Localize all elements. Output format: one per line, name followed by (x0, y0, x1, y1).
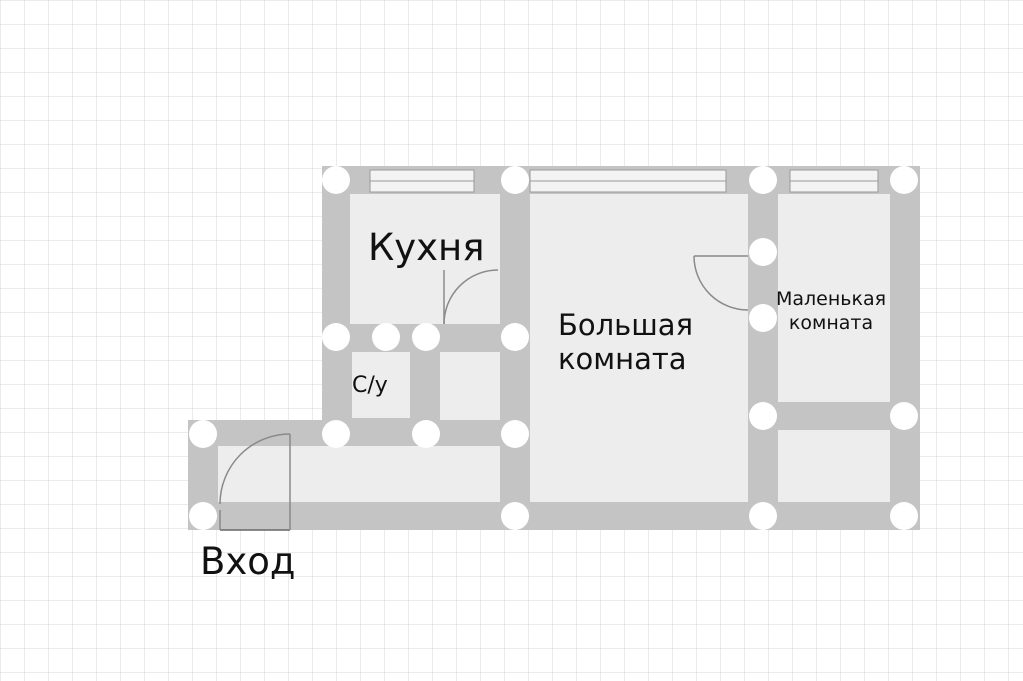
column (501, 166, 529, 194)
column (890, 402, 918, 430)
wc-room (352, 352, 410, 418)
entrance-label: Вход (200, 540, 296, 583)
column (412, 420, 440, 448)
small-room-label-line2: комната (788, 312, 874, 334)
door-kitchen (443, 269, 499, 325)
kitchen-room (350, 194, 500, 324)
column (749, 402, 777, 430)
column (890, 166, 918, 194)
column (501, 502, 529, 530)
column (890, 502, 918, 530)
column (749, 502, 777, 530)
hallway (218, 446, 500, 502)
rooms (218, 194, 890, 502)
wc-label: С/у (352, 373, 388, 398)
column (322, 420, 350, 448)
big-room-label-line1: Большая (558, 308, 694, 342)
column (749, 304, 777, 332)
big-room (530, 194, 748, 502)
column (189, 420, 217, 448)
column (189, 502, 217, 530)
big-room-label: Большая комната (558, 308, 693, 376)
door-entrance (219, 433, 291, 531)
storage-room (778, 430, 890, 502)
column (322, 323, 350, 351)
column (749, 238, 777, 266)
corridor (440, 352, 500, 420)
column (501, 323, 529, 351)
kitchen-label: Кухня (368, 226, 485, 269)
small-room-label-line1: Маленькая (776, 288, 887, 310)
column (322, 166, 350, 194)
column (412, 323, 440, 351)
windows (369, 169, 879, 193)
column (749, 166, 777, 194)
big-room-label-line2: комната (558, 342, 687, 376)
small-room-label: Маленькая комната (776, 287, 886, 335)
column (372, 323, 400, 351)
doors (219, 255, 749, 531)
door-small-room (693, 255, 749, 311)
small-room (778, 194, 890, 402)
column (501, 420, 529, 448)
columns (189, 166, 918, 530)
